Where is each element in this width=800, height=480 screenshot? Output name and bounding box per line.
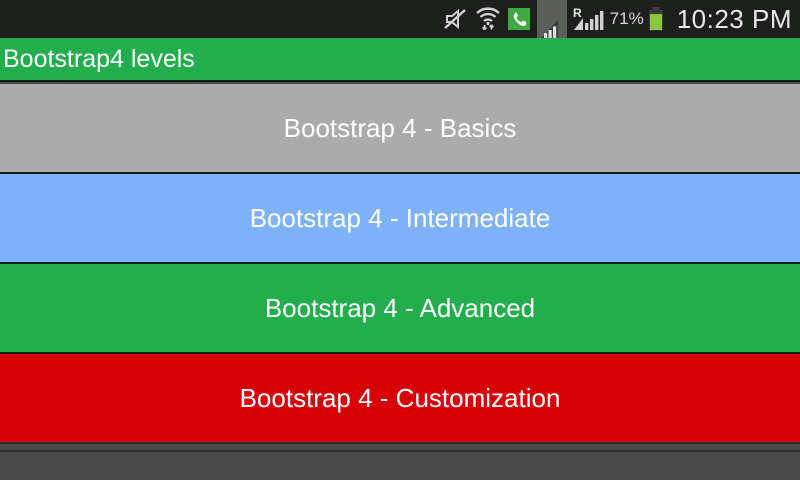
list-item-label: Bootstrap 4 - Basics — [283, 112, 517, 143]
list-item-label: Bootstrap 4 - Intermediate — [249, 202, 551, 233]
list-item-customization[interactable]: Bootstrap 4 - Customization — [0, 354, 800, 444]
level-list: Bootstrap 4 - Basics Bootstrap 4 - Inter… — [0, 84, 800, 450]
action-bar: Bootstrap4 levels — [0, 38, 800, 82]
signal-bars-sim1-icon — [536, 0, 567, 40]
page-title: Bootstrap4 levels — [3, 45, 195, 73]
bottom-system-bar — [0, 450, 800, 480]
status-bar[interactable]: R 71% 10:23 PM — [0, 0, 800, 40]
battery-percent-label: 71% — [609, 9, 644, 28]
sound-muted-icon — [443, 0, 469, 38]
roaming-signal-sim2-icon: R — [573, 0, 607, 38]
list-item-basics[interactable]: Bootstrap 4 - Basics — [0, 84, 800, 174]
list-item-intermediate[interactable]: Bootstrap 4 - Intermediate — [0, 174, 800, 264]
status-clock: 10:23 PM — [676, 4, 792, 34]
battery-icon — [647, 0, 665, 38]
list-item-label: Bootstrap 4 - Customization — [239, 382, 561, 413]
phone-call-icon — [507, 0, 531, 38]
svg-text:R: R — [573, 6, 582, 20]
wifi-icon — [475, 0, 501, 38]
list-item-label: Bootstrap 4 - Advanced — [264, 292, 536, 323]
list-item-advanced[interactable]: Bootstrap 4 - Advanced — [0, 264, 800, 354]
